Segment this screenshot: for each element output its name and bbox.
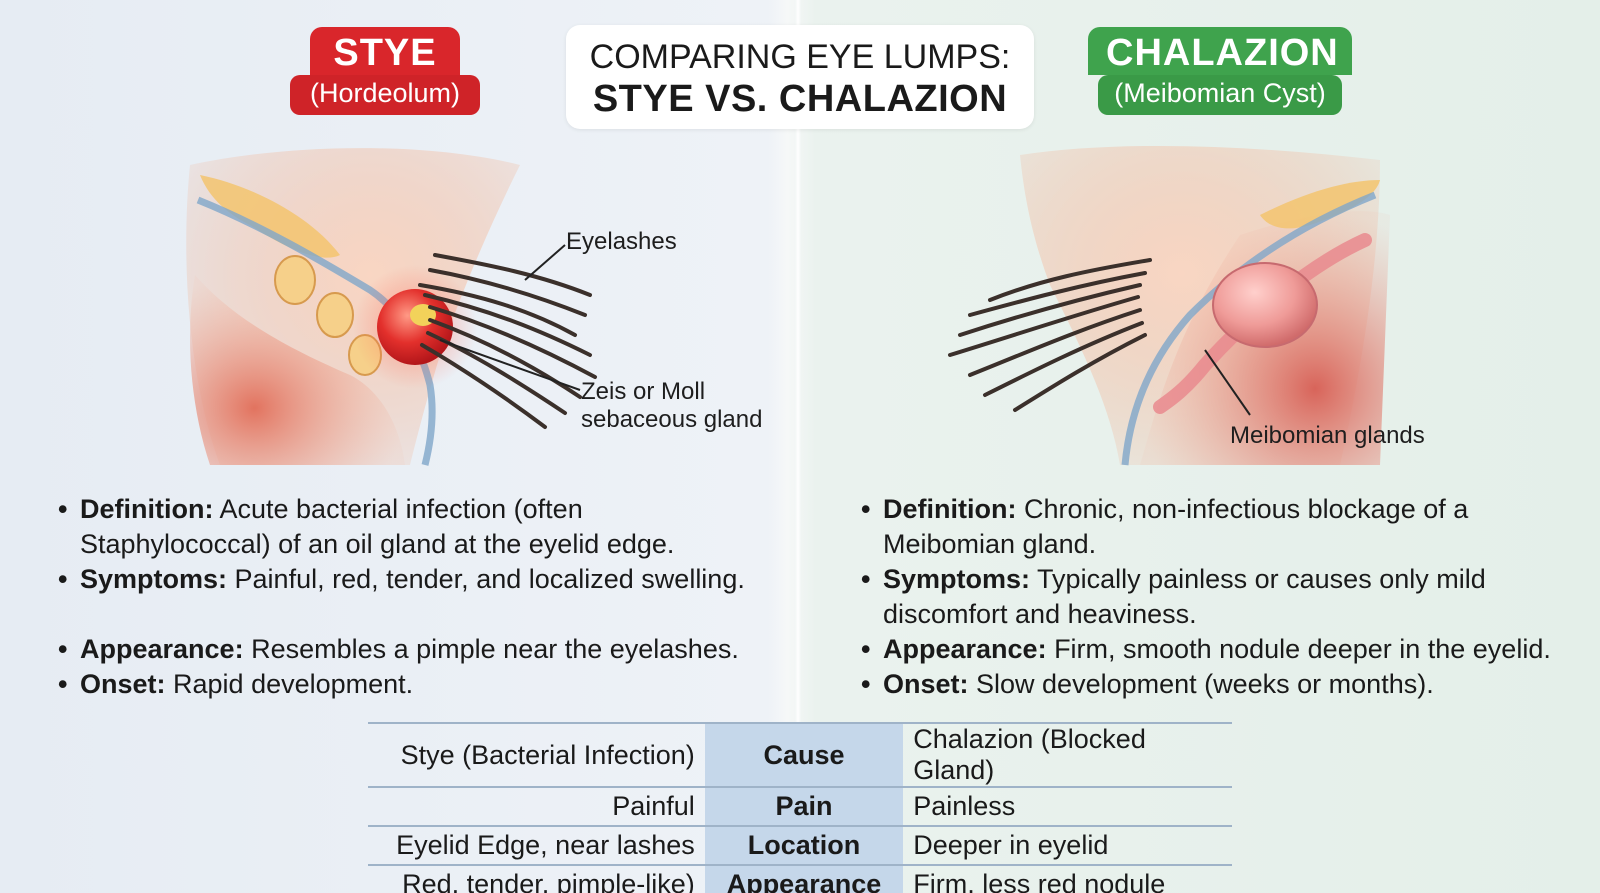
title-line-1: COMPARING EYE LUMPS: [589,38,1011,76]
stye-cell: Stye (Bacterial Infection) [368,722,705,787]
eyelashes-label: Eyelashes [566,228,677,255]
chalazion-facts-list: Definition: Chronic, non-infectious bloc… [861,492,1581,702]
glands-label: Meibomian glands [1230,422,1425,449]
chalazion-tarsal-line [1121,191,1377,466]
chalazion-fact-appearance: Appearance: Firm, smooth nodule deeper i… [861,632,1581,667]
fact-text: Slow development (weeks or months). [968,669,1434,699]
gland-label-line2: sebaceous gland [581,406,762,433]
page-title: COMPARING EYE LUMPS: STYE VS. CHALAZION [566,25,1034,129]
stye-fact-appearance: Appearance: Resembles a pimple near the … [58,632,768,667]
stye-cell: Eyelid Edge, near lashes [368,825,705,865]
fact-text: Typically painless or causes only mild d… [883,564,1486,629]
eyelashes-leader [524,244,566,281]
center-divider [795,0,801,893]
chalazion-fact-symptoms: Symptoms: Typically painless or causes o… [861,562,1581,632]
stye-fact-onset: Onset: Rapid development. [58,667,768,702]
fact-term: Appearance: [883,634,1047,664]
title-line-2: STYE VS. CHALAZION [592,78,1008,120]
fact-term: Definition: [80,494,214,524]
chalazion-fact-onset: Onset: Slow development (weeks or months… [861,667,1581,702]
fact-term: Onset: [80,669,166,699]
chalazion-fact-definition: Definition: Chronic, non-infectious bloc… [861,492,1581,562]
stye-fact-symptoms: Symptoms: Painful, red, tender, and loca… [58,562,768,597]
gland-label-line1: Zeis or Moll [581,378,705,405]
fact-text: Acute bacterial infection (often Staphyl… [80,494,675,559]
chalazion-eyelashes [948,258,1152,412]
fact-text: Painful, red, tender, and localized swel… [227,564,745,594]
fact-term: Definition: [883,494,1017,524]
fact-term: Onset: [883,669,969,699]
chalazion-fat-layer [1260,180,1380,229]
table-row: Stye (Bacterial Infection) Cause Chalazi… [368,722,1232,787]
table-row: Painful Pain Painless [368,786,1232,826]
fact-text: Rapid development. [165,669,414,699]
chalazion-badge-title: CHALAZION [1088,27,1352,75]
chalazion-duct [1153,233,1372,414]
chalazion-badge: CHALAZION (Meibomian Cyst) [1088,27,1352,115]
stye-muscle [190,275,405,465]
chalazion-cell: Deeper in eyelid [903,825,1232,865]
stye-badge-subtitle: (Hordeolum) [290,75,480,115]
chalazion-eyelid-illustration: Meibomian glands [948,145,1425,466]
feature-cell: Location [704,825,904,865]
stye-badge-title: STYE [310,27,460,75]
stye-badge: STYE (Hordeolum) [290,27,480,115]
table-row: Eyelid Edge, near lashes Location Deeper… [368,825,1232,865]
fact-text: Chronic, non-infectious blockage of a Me… [883,494,1469,559]
stye-cell: Red, tender, pimple-like) [368,864,705,893]
comparison-table: Stye (Bacterial Infection) Cause Chalazi… [368,722,1232,893]
stye-fact-definition: Definition: Acute bacterial infection (o… [58,492,768,562]
feature-cell: Pain [704,786,904,826]
table-row: Red, tender, pimple-like) Appearance Fir… [368,864,1232,893]
fact-term: Symptoms: [80,564,228,594]
chalazion-badge-subtitle: (Meibomian Cyst) [1098,75,1342,115]
stye-fat-layer [200,175,340,258]
feature-cell: Cause [704,722,904,787]
chalazion-cell: Chalazion (Blocked Gland) [903,722,1232,787]
fact-term: Appearance: [80,634,244,664]
stye-cell: Painful [368,786,705,826]
gland-leader [439,339,581,391]
chalazion-cyst [1212,262,1318,348]
chalazion-cell: Painless [903,786,1232,826]
fact-term: Symptoms: [883,564,1031,594]
stye-facts-list: Definition: Acute bacterial infection (o… [58,492,768,702]
chalazion-cell: Firm, less red nodule [903,864,1232,893]
fact-text: Firm, smooth nodule deeper in the eyelid… [1046,634,1551,664]
feature-cell: Appearance [704,864,904,893]
glands-leader [1204,349,1251,416]
fact-text: Resembles a pimple near the eyelashes. [243,634,739,664]
stye-eyelid-illustration: Eyelashes Zeis or Moll sebaceous gland [186,148,762,466]
